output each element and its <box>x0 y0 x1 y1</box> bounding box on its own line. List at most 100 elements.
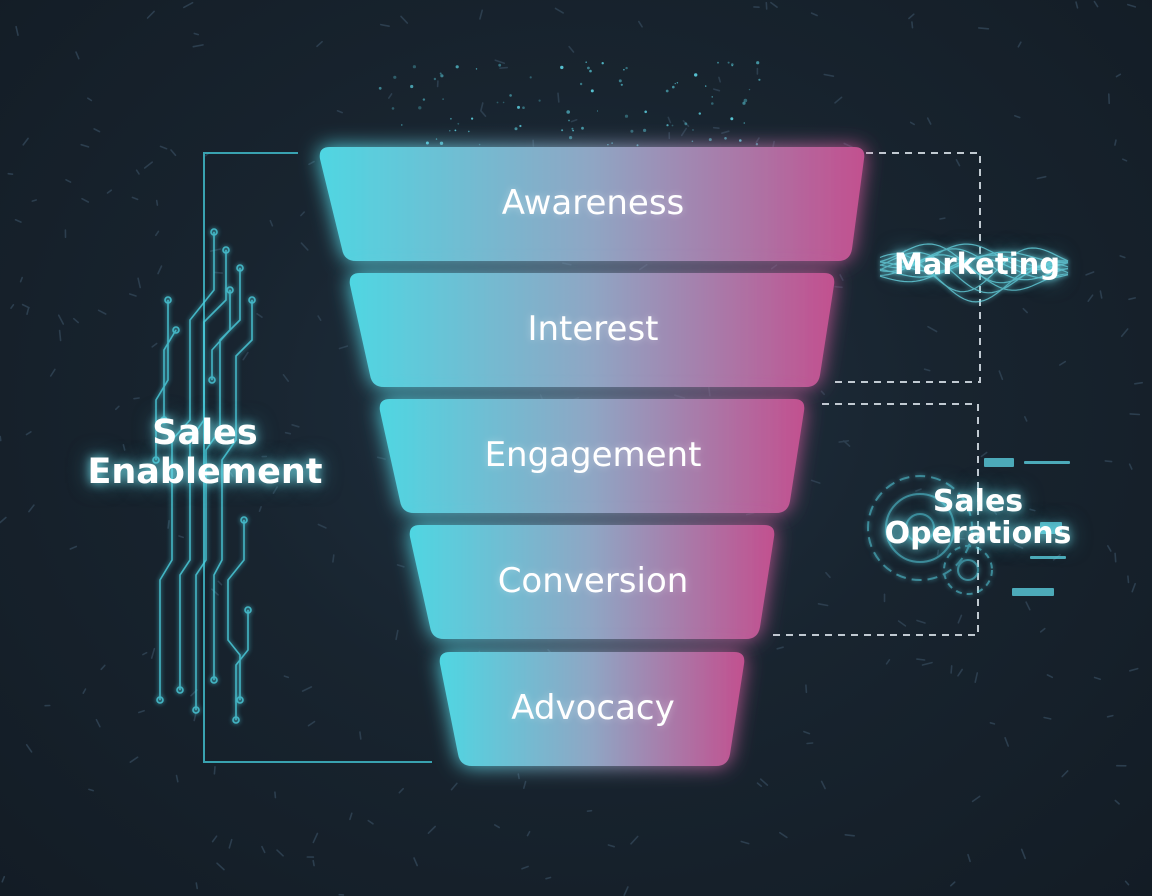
sales-operations-bracket <box>772 403 979 636</box>
background-dash <box>916 619 926 624</box>
background-dash <box>58 329 62 342</box>
sparkle-particle <box>393 75 397 79</box>
background-dash <box>282 373 290 382</box>
background-dash <box>834 285 843 289</box>
background-dash <box>989 721 996 725</box>
background-dash <box>97 309 107 315</box>
background-dash <box>1093 0 1099 8</box>
sparkle-particle <box>708 138 712 142</box>
sales-enablement-bracket <box>203 152 432 763</box>
background-dash <box>150 647 156 659</box>
background-dash <box>258 505 262 513</box>
background-dash <box>1039 627 1046 633</box>
background-dash <box>843 142 854 148</box>
background-dash <box>1043 716 1052 720</box>
circuit-trace <box>211 290 231 380</box>
sparkle-particle <box>596 110 599 112</box>
sparkle-particle <box>724 137 727 140</box>
background-dash <box>142 651 148 656</box>
background-dash <box>1107 544 1112 552</box>
background-dash <box>157 265 163 275</box>
background-dash <box>630 835 639 845</box>
sparkle-particle <box>442 98 444 100</box>
sparkle-particle <box>410 84 414 89</box>
background-dash <box>820 780 826 790</box>
background-dash <box>755 137 760 144</box>
background-dash <box>479 9 484 20</box>
background-dash <box>195 882 198 890</box>
background-dash <box>803 730 811 735</box>
background-dash <box>14 219 22 223</box>
background-dash <box>183 1 194 9</box>
sparkle-particle <box>475 68 478 70</box>
background-dash <box>950 665 953 674</box>
background-dash <box>844 833 856 837</box>
sparkle-particle <box>694 73 698 77</box>
sparkle-particle <box>758 78 761 81</box>
sparkle-particle <box>624 114 629 118</box>
background-dash <box>745 512 755 516</box>
background-dash <box>921 661 933 666</box>
sparkle-particle <box>684 122 688 126</box>
background-dash <box>122 443 126 451</box>
background-dash <box>499 66 509 69</box>
background-dash <box>398 787 405 794</box>
marketing-label: Marketing <box>884 248 1070 281</box>
sparkle-particle <box>571 127 574 130</box>
background-dash <box>19 276 24 283</box>
background-dash <box>1093 676 1101 681</box>
funnel-stage-interest <box>349 273 835 387</box>
sparkle-particle <box>665 89 669 93</box>
background-dash <box>810 479 821 484</box>
sparkle-particle <box>743 122 746 124</box>
background-dash <box>312 832 319 844</box>
background-dash <box>349 812 353 821</box>
background-dash <box>823 73 835 77</box>
background-dash <box>170 149 177 157</box>
background-dash <box>228 838 233 849</box>
sales-operations-line2: Operations <box>884 515 1072 551</box>
background-dash <box>718 76 722 83</box>
circuit-trace <box>195 268 241 710</box>
background-dash <box>623 886 629 896</box>
background-dash <box>1104 460 1113 463</box>
sparkle-particle <box>435 138 438 140</box>
background-dash <box>15 25 19 37</box>
background-dash <box>1131 582 1136 593</box>
sparkle-particle <box>514 127 518 131</box>
circuit-node <box>156 696 164 704</box>
sparkle-particle <box>623 68 625 71</box>
circuit-node <box>244 606 252 614</box>
background-dash <box>806 742 814 745</box>
background-dash <box>682 120 690 127</box>
background-dash <box>137 277 141 289</box>
sparkle-particle <box>519 124 522 128</box>
background-dash <box>1046 674 1054 679</box>
circuit-node <box>240 516 248 524</box>
sparkle-particle <box>522 106 525 109</box>
background-dash <box>673 394 686 399</box>
background-dash <box>193 32 200 36</box>
background-dash <box>1115 73 1122 78</box>
background-dash <box>1134 381 1143 385</box>
sparkle-particle <box>471 117 474 120</box>
background-dash <box>494 59 506 65</box>
sparkle-particle <box>590 89 594 93</box>
background-dash <box>759 778 769 786</box>
background-dash <box>992 509 998 516</box>
background-dash <box>192 44 204 48</box>
background-dash <box>1013 543 1024 549</box>
background-dash <box>28 504 35 513</box>
background-dash <box>269 219 274 227</box>
background-dash <box>712 126 720 129</box>
sparkle-particle <box>568 119 570 122</box>
background-dash <box>805 684 808 694</box>
background-dash <box>317 315 322 322</box>
background-dash <box>825 571 831 579</box>
background-dash <box>956 537 966 540</box>
funnel-stage-engagement <box>379 399 805 513</box>
sparkle-particle <box>440 74 444 78</box>
background-dash <box>242 351 249 361</box>
data-wave-line <box>879 261 1069 303</box>
circuit-trace <box>159 232 215 700</box>
